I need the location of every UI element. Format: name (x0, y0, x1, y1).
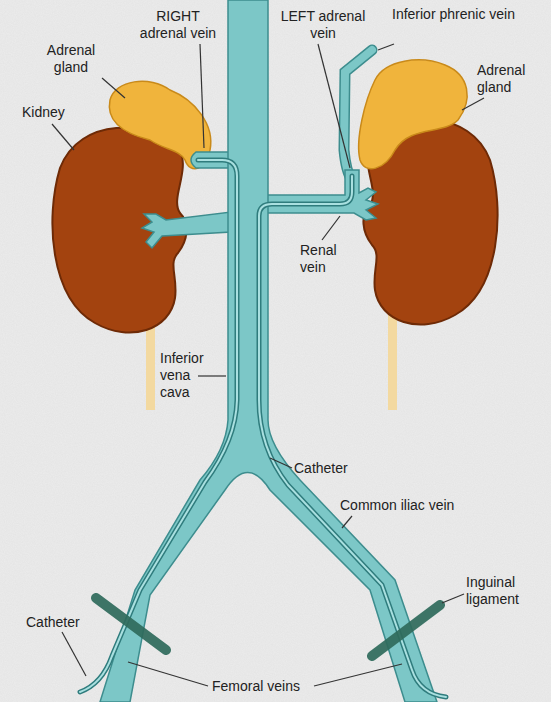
part-label: LEFT adrenal vein (278, 8, 368, 42)
leader-line (128, 662, 208, 686)
leader-line (198, 375, 226, 376)
leader-line (462, 98, 484, 110)
leader-line (322, 216, 340, 240)
left-renal-vein (265, 170, 378, 220)
leader-line (200, 44, 204, 148)
leader-line (442, 594, 464, 603)
part-label: Renal vein (300, 242, 350, 276)
leader-line (378, 44, 394, 50)
catheter-line (80, 160, 237, 692)
part-label: Adrenal gland (477, 62, 547, 96)
right-renal-vein (142, 212, 231, 248)
part-label: Inferior vena cava (160, 350, 220, 400)
leader-line (102, 78, 125, 98)
catheter-line (80, 160, 237, 692)
inguinal-ligament (96, 598, 166, 650)
catheter-line (259, 176, 446, 697)
part-label: Catheter (294, 460, 348, 477)
leader-line (314, 664, 402, 686)
leader-line (62, 632, 86, 676)
leader-line (270, 458, 292, 468)
catheter-line (259, 176, 446, 697)
inguinal-ligament (372, 605, 440, 656)
part-label: Adrenal gland (36, 42, 106, 76)
part-label: Inguinal ligament (466, 574, 540, 608)
leader-line (52, 124, 74, 150)
part-label: Common iliac vein (340, 497, 454, 514)
leader-line (342, 516, 352, 528)
part-label: Catheter (26, 614, 80, 631)
part-label: RIGHT adrenal vein (132, 8, 224, 42)
adrenal-gland-shape (359, 60, 467, 169)
part-label: Kidney (22, 104, 65, 121)
part-label: Inferior phrenic vein (392, 6, 517, 23)
part-label: Femoral veins (212, 678, 300, 695)
leader-line (318, 44, 350, 168)
